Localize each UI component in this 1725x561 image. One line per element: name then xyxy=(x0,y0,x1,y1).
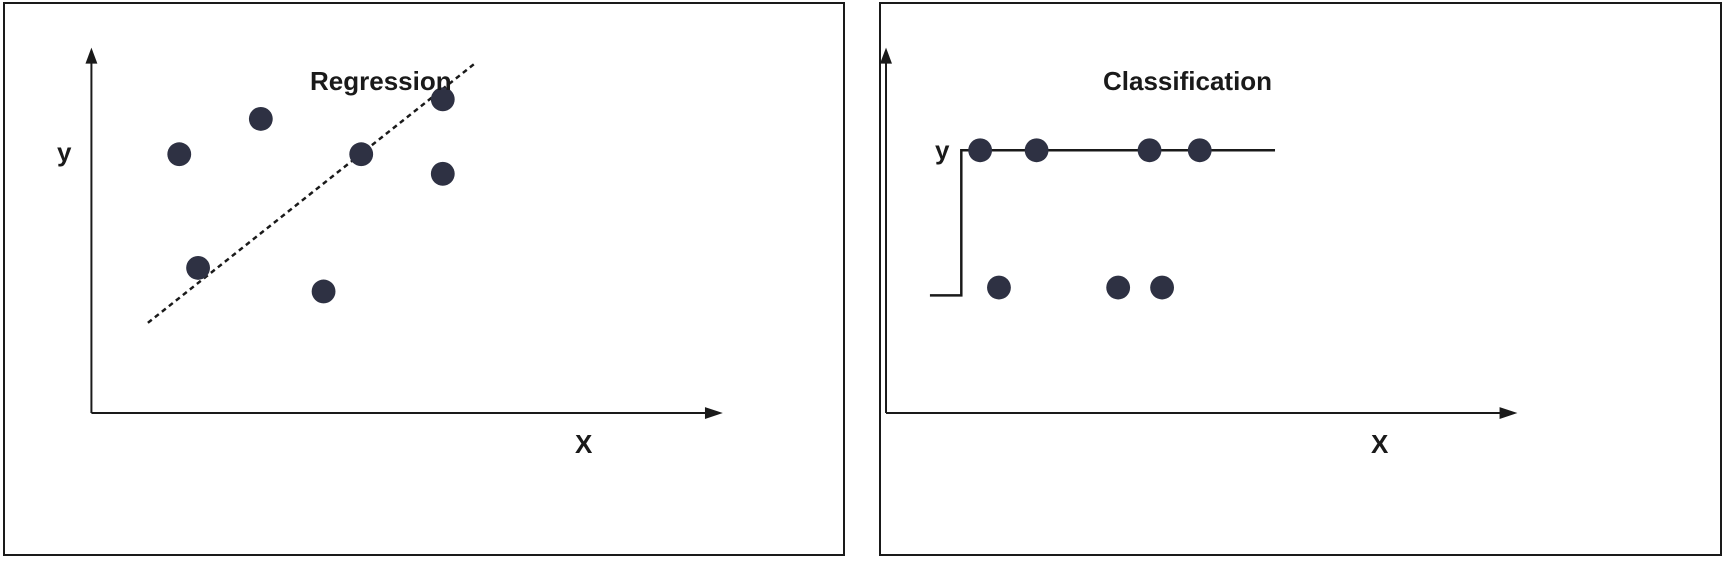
regression-panel: Regression y X xyxy=(3,2,845,556)
regression-fit-line xyxy=(147,63,475,324)
classification-step-curve xyxy=(929,149,1276,297)
classification-x-arrow xyxy=(1499,407,1518,419)
classification-point-4 xyxy=(987,275,1011,300)
classification-point-1 xyxy=(1024,138,1049,163)
watermark-text: 掘金技术社区 @ 布客飞龙 xyxy=(1444,525,1713,550)
classification-x-label: X xyxy=(1371,429,1389,459)
regression-point-0 xyxy=(167,142,192,167)
classification-point-3 xyxy=(1187,138,1212,163)
regression-point-3 xyxy=(311,279,336,304)
regression-point-1 xyxy=(248,107,273,131)
classification-title: Classification xyxy=(1103,66,1273,96)
regression-point-4 xyxy=(349,142,374,167)
regression-y-label: y xyxy=(57,137,72,167)
classification-point-0 xyxy=(968,138,993,163)
classification-plot xyxy=(881,47,1518,419)
regression-point-2 xyxy=(186,256,210,280)
regression-point-5 xyxy=(430,87,455,112)
regression-title: Regression xyxy=(310,66,452,96)
regression-point-6 xyxy=(430,161,455,186)
classification-y-arrow xyxy=(881,47,892,64)
classification-point-2 xyxy=(1137,138,1162,163)
classification-point-5 xyxy=(1106,275,1131,300)
regression-y-arrow xyxy=(85,47,98,64)
classification-panel: Classification X xyxy=(879,2,1722,556)
classification-y-label: y xyxy=(935,135,950,165)
regression-x-arrow xyxy=(704,407,723,419)
classification-point-6 xyxy=(1150,275,1174,300)
regression-x-label: X xyxy=(575,429,593,459)
regression-plot xyxy=(85,47,723,419)
